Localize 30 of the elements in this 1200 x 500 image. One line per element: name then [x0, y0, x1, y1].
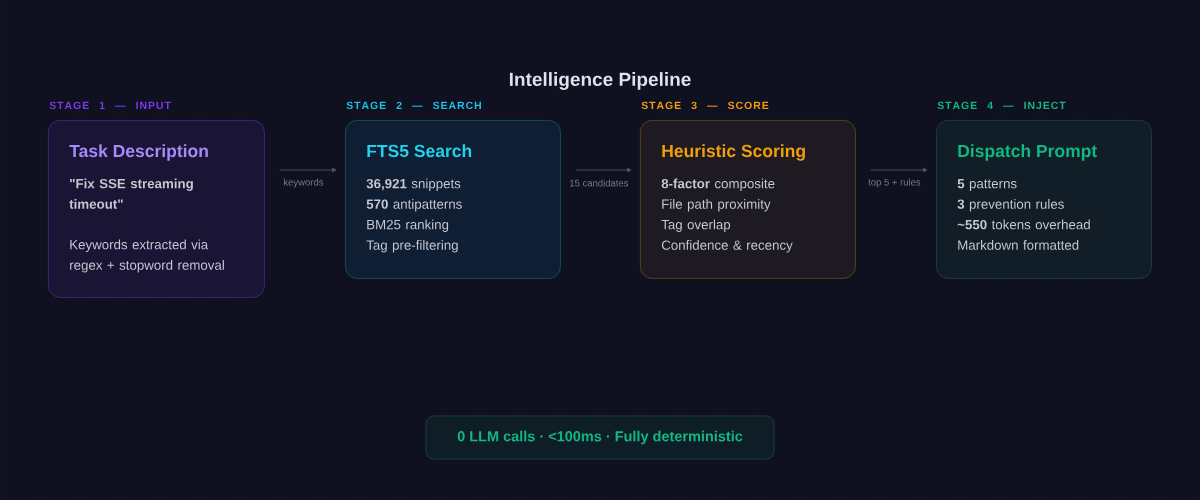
- edge-label: keywords: [282, 177, 325, 189]
- arrow: [575, 167, 632, 173]
- box-text: ~550 tokens overhead: [957, 219, 1090, 230]
- box-text: Tag pre-filtering: [366, 240, 458, 253]
- box-text: 8-factor composite: [661, 178, 775, 191]
- arrow: [870, 167, 928, 173]
- summary-badge: 0 LLM calls · <100ms · Fully deterministic: [425, 415, 775, 460]
- box-text: 3 prevention rules: [957, 199, 1064, 212]
- box-text: 5 patterns: [957, 179, 1017, 191]
- box-text: Confidence & recency: [661, 240, 793, 253]
- edge-label: 15 candidates: [568, 178, 630, 188]
- box-title: Dispatch Prompt: [958, 144, 1097, 161]
- arrow: [279, 167, 337, 173]
- stage-label: STAGE 2 — SEARCH: [345, 100, 483, 111]
- diagram-title: Intelligence Pipeline: [507, 71, 693, 91]
- stage-label: STAGE 4 — INJECT: [936, 100, 1067, 111]
- box-text: Markdown formatted: [958, 240, 1079, 250]
- box-title: Heuristic Scoring: [662, 144, 805, 161]
- box-text: BM25 ranking: [367, 219, 449, 232]
- box-text: Keywords extracted via regex + stopword removal: [70, 239, 224, 273]
- stage-label: STAGE 3 — SCORE: [640, 100, 770, 111]
- stage-label: STAGE 1 — INPUT: [48, 100, 172, 111]
- box-title: Task Description: [69, 144, 208, 161]
- box-text: File path proximity: [662, 199, 771, 212]
- box-text: 570 antipatterns: [366, 199, 462, 212]
- edge-label: top 5 + rules: [867, 177, 922, 189]
- box-text: "Fix SSE streaming timeout": [69, 178, 193, 209]
- box-text: 36,921 snippets: [366, 178, 461, 191]
- box-text: Tag overlap: [661, 219, 731, 232]
- box-title: FTS5 Search: [367, 144, 472, 158]
